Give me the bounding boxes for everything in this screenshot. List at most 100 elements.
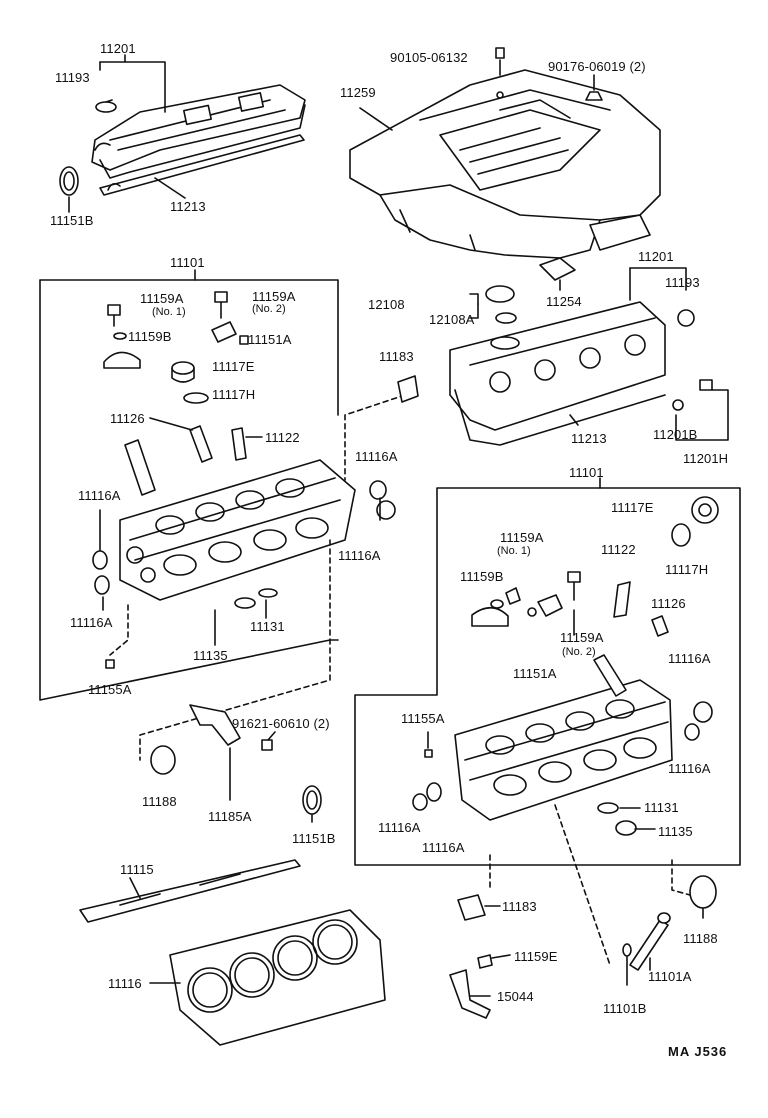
label-11155A-right: 11155A [401,711,445,726]
bracket-11254 [539,257,576,281]
label-11116A-l2: 11116A [78,488,121,503]
label-11159A-no2-right: 11159A [560,630,604,645]
label-11101A: 11101A [648,969,692,984]
label-11122-right: 11122 [601,542,636,557]
gasket-11115 [79,859,301,923]
gasket-12108A [495,312,517,324]
seal-11151B-top [59,166,79,196]
label-11116A-r4: 11116A [422,840,465,855]
label-11159B-right: 11159B [460,569,504,584]
label-11117H-left: 11117H [212,387,256,402]
label-15044: 15044 [497,989,534,1004]
label-11259: 11259 [340,85,376,100]
label-11116A-r3: 11116A [378,820,421,835]
label-12108: 12108 [368,297,405,312]
label-11155A-left: 11155A [88,682,132,697]
ring-11117H-left [183,392,209,404]
cylinder-head-right-drawing [454,679,673,821]
seal-11151B-bottom [302,785,322,815]
label-11159A-no1-right: 11159A [500,530,544,545]
label-11188-left: 11188 [142,794,177,809]
cap-left [103,351,141,369]
label-11115: 11115 [120,862,154,877]
label-11101B: 11101B [603,1001,647,1016]
box-right-head-frame [354,487,741,866]
nut-90176-icon [585,91,603,101]
label-11116A-l4: 11116A [70,615,113,630]
label-11213-right: 11213 [571,431,607,446]
label-11151A-left: 11151A [248,332,292,347]
label-11183-bottom: 11183 [502,899,537,914]
label-11101-right: 11101 [569,465,604,480]
box-left-head-frame [39,279,339,416]
plug-11183-top [397,375,419,403]
label-11188-right: 11188 [683,931,718,946]
oil-cap-12108 [485,285,515,303]
plug-11117E-left [171,361,195,375]
label-11201H: 11201H [683,451,729,466]
plug-11116A-l1 [369,480,387,500]
label-11126-right: 11126 [651,596,686,611]
label-11183-top: 11183 [379,349,414,364]
label-11101-left: 11101 [170,255,205,270]
plug-11183-bottom [457,894,486,921]
label-11159A-no2-left: 11159A [252,289,296,304]
pin-11126-left [189,425,213,463]
label-11116A-l1: 11116A [355,449,398,464]
label-11159B-left: 11159B [128,329,172,344]
label-11193-top: 11193 [55,70,90,85]
label-11151A-right: 11151A [513,666,557,681]
plug-11188-right [689,875,717,909]
label-11201-top: 11201 [100,41,136,56]
label-11159A-no1-left-sub: (No. 1) [152,306,186,318]
label-90105-06132: 90105-06132 [390,50,468,65]
bracket-15044 [449,969,491,1019]
label-11159A-no2-left-sub: (No. 2) [252,303,286,315]
label-11151B-top: 11151B [50,213,94,228]
label-11254: 11254 [546,294,582,309]
tube-left-1 [124,439,156,496]
label-12108A: 12108A [429,312,475,327]
page-code: MA J536 [668,1044,728,1059]
label-11116A-l3: 11116A [338,548,381,563]
label-11117E-right: 11117E [611,500,654,515]
label-11201-right: 11201 [638,249,674,264]
label-11185A: 11185A [208,809,252,824]
label-90176-06019: 90176-06019 (2) [548,59,646,74]
label-11159E: 11159E [514,949,558,964]
pin-11126-right [651,615,669,637]
label-11159A-no1-right-sub: (No. 1) [497,545,531,557]
head-cover-right-drawing [449,301,666,446]
washer-11201B [672,399,684,411]
label-11135-left: 11135 [193,648,228,663]
label-11126-left: 11126 [110,411,145,426]
pin-11122-right [613,581,631,618]
label-11159A-no2-right-sub: (No. 2) [562,646,596,658]
plug-11117E-right [691,496,719,524]
label-11116A-r1: 11116A [668,651,711,666]
head-gasket-11116 [169,909,386,1046]
label-11213-top: 11213 [170,199,206,214]
ring-11117H-right [671,523,691,547]
cylinder-head-left-drawing [119,459,356,601]
grommet-11193-left [95,101,117,113]
engine-cover-drawing [349,69,661,259]
head-cover-left-drawing [91,84,306,196]
label-11131-left: 11131 [250,619,285,634]
bolt-11159A-no2-left [214,291,228,303]
label-11116: 11116 [108,976,142,991]
label-11131-right: 11131 [644,800,679,815]
label-11193-right: 11193 [665,275,700,290]
label-11117E-left: 11117E [212,359,255,374]
label-11116A-r2: 11116A [668,761,711,776]
pin-11122-left [231,427,247,461]
plug-11188-left [150,745,176,775]
label-11159A-no1-left: 11159A [140,291,184,306]
grommet-11193-right [677,309,695,327]
label-11117H-right: 11117H [665,562,709,577]
label-11201B: 11201B [653,427,698,442]
bolt-11101A [629,919,669,971]
label-11151B-bottom: 11151B [292,831,336,846]
